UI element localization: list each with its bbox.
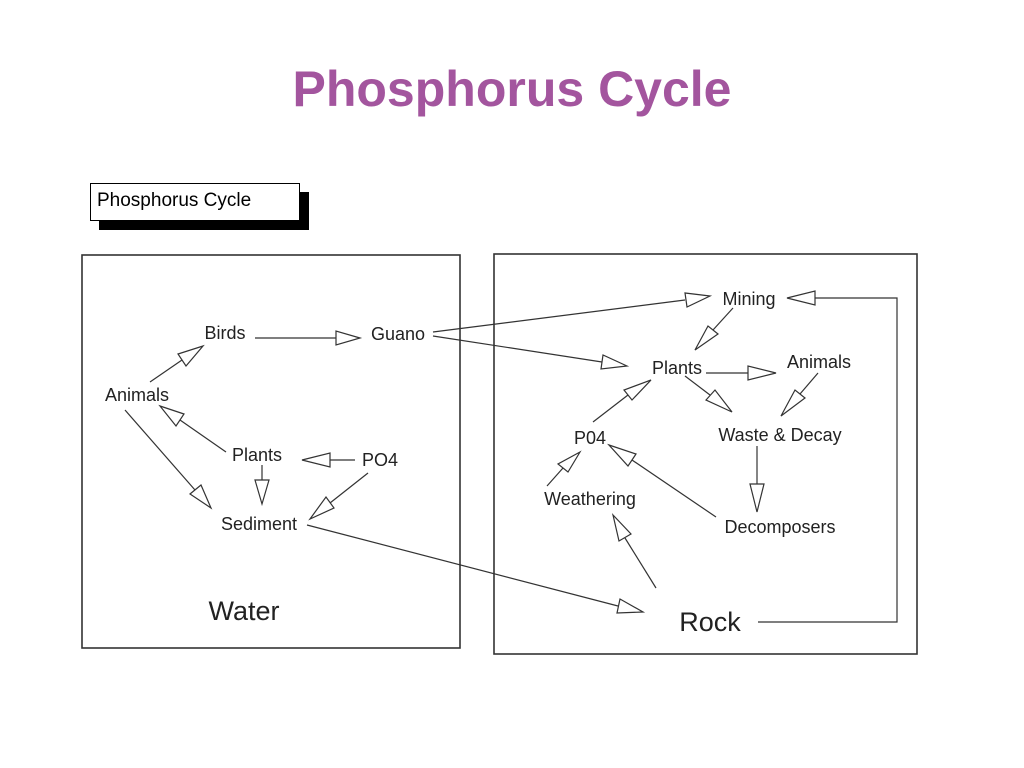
arrowhead	[616, 598, 646, 614]
edge-plants-animals	[179, 419, 227, 453]
arrowhead	[177, 344, 205, 367]
arrowhead	[623, 379, 652, 401]
arrowhead	[684, 292, 713, 308]
node-water-guano: Guano	[371, 324, 425, 344]
node-rock-title: Rock	[679, 607, 741, 637]
arrowheads	[158, 290, 816, 614]
node-water-po4: PO4	[362, 450, 398, 470]
slide-title: Phosphorus Cycle	[292, 61, 732, 117]
edges	[124, 297, 898, 623]
arrowhead	[188, 484, 213, 510]
arrowhead	[335, 330, 363, 346]
edge-guano-mining	[432, 299, 686, 333]
water-panel	[81, 254, 461, 649]
arrowhead	[600, 354, 630, 370]
edge-plants-waste	[684, 375, 711, 396]
arrowhead	[254, 479, 270, 507]
node-rock-weathering: Weathering	[544, 489, 636, 509]
arrowhead	[611, 512, 632, 542]
arrowhead	[786, 290, 816, 306]
edge-po4-sediment	[329, 472, 369, 504]
arrowhead	[747, 365, 777, 381]
node-rock-waste: Waste & Decay	[718, 425, 841, 445]
edge-mining-plants	[712, 307, 734, 331]
node-water-sediment: Sediment	[221, 514, 297, 534]
node-water-title: Water	[208, 596, 279, 626]
edge-animals-birds	[149, 359, 183, 383]
edge-rock-mining	[758, 297, 898, 623]
edge-decomposers-p04	[631, 459, 717, 518]
arrowhead	[556, 450, 582, 473]
diagram-label-box: Phosphorus Cycle	[90, 183, 300, 221]
node-rock-plants: Plants	[652, 358, 702, 378]
node-rock-mining: Mining	[722, 289, 775, 309]
edge-animals-waste	[799, 372, 819, 395]
node-rock-po4: P04	[574, 428, 606, 448]
arrowhead	[705, 389, 733, 413]
edge-weathering-p04	[546, 467, 564, 487]
edge-rock-weathering	[624, 537, 657, 589]
node-rock-animals: Animals	[787, 352, 851, 372]
node-water-animals: Animals	[105, 385, 169, 405]
arrowhead	[607, 443, 637, 467]
rock-panel	[493, 253, 918, 655]
arrowhead	[694, 325, 720, 351]
node-rock-decomposers: Decomposers	[724, 517, 835, 537]
edge-animals-sediment	[124, 409, 196, 491]
edge-p04-plants	[592, 394, 629, 423]
arrowhead	[301, 452, 331, 468]
arrowhead	[158, 404, 185, 428]
node-water-plants: Plants	[232, 445, 282, 465]
arrowhead	[780, 389, 806, 417]
edge-guano-plants	[432, 335, 603, 363]
arrowhead	[749, 483, 765, 513]
edge-sediment-rock	[306, 524, 619, 607]
node-water-birds: Birds	[204, 323, 245, 343]
arrowhead	[308, 495, 335, 521]
